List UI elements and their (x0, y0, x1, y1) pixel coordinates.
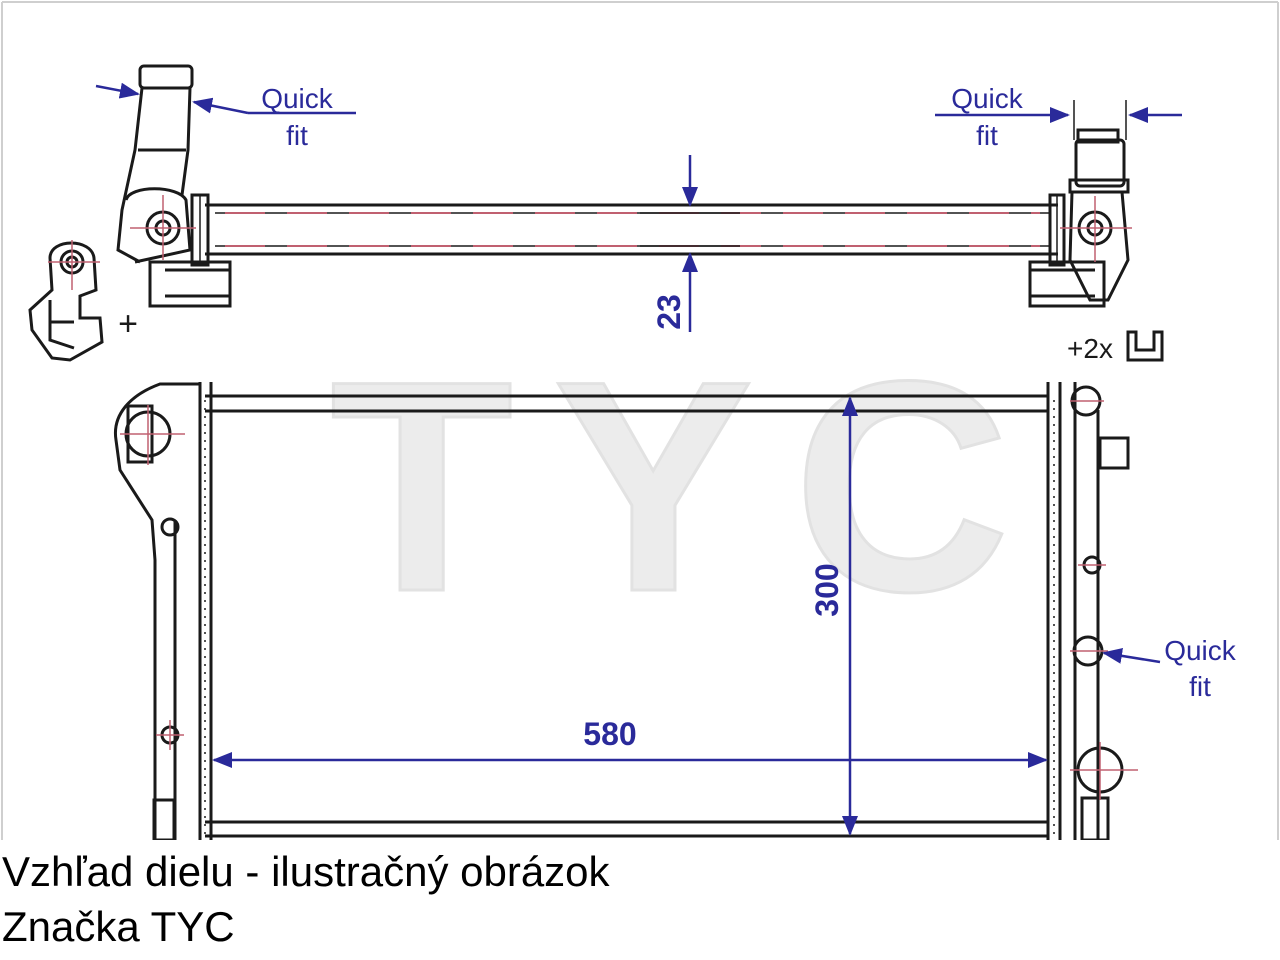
radiator-core (198, 382, 1062, 840)
callout-top-right-leader (935, 100, 1182, 140)
brand-watermark: TYC (330, 318, 1050, 654)
top-right-outlet-assembly (1028, 128, 1130, 308)
dimension-core-height-value: 300 (809, 563, 845, 616)
core-side-seam-marks (204, 400, 1055, 835)
callout-top-right-line2: fit (976, 120, 998, 151)
dimension-pipe-diameter-value: 23 (651, 294, 687, 330)
front-left-tank (113, 382, 202, 840)
callout-top-left-leader (95, 82, 356, 115)
bracket-plus-label: + (118, 305, 138, 343)
top-view-centerlines (225, 212, 1040, 247)
top-left-inlet-assembly (116, 64, 232, 308)
clip-icon (1126, 330, 1164, 362)
callout-top-right-line1: Quick (951, 83, 1024, 114)
radiator-technical-drawing: TYC (1, 1, 1279, 840)
caption-illustration-note: Vzhľad dielu - ilustračný obrázok (2, 848, 610, 895)
callout-top-left-line2: fit (286, 120, 308, 151)
callout-right-line2: fit (1189, 671, 1211, 702)
clip-count-label: +2x (1067, 333, 1113, 364)
callout-top-left-line1: Quick (261, 83, 334, 114)
caption-brand: Značka TYC (2, 903, 235, 950)
callout-right-leader (1102, 647, 1161, 664)
mounting-bracket (28, 241, 104, 362)
dimension-core-width-value: 580 (583, 716, 636, 752)
dimension-pipe-diameter (640, 155, 740, 332)
callout-right-line1: Quick (1164, 635, 1237, 666)
